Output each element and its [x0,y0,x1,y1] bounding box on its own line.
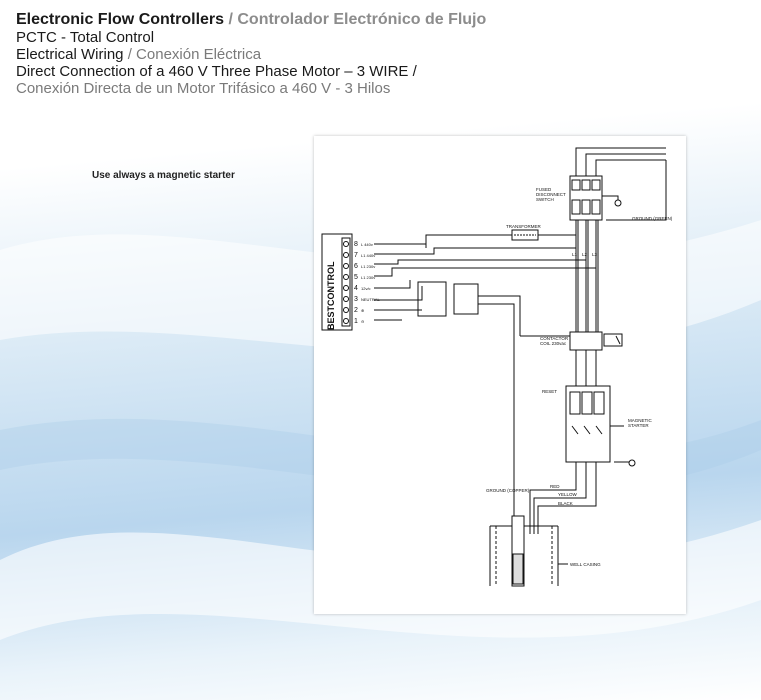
title-separator: / [224,11,238,28]
terminal-label: L1 230v [361,275,375,280]
starter-line-1: MAGNETIC [628,418,653,423]
terminal-screw [343,241,349,247]
wiring-heading: Electrical Wiring / Conexión Eléctrica [16,46,756,63]
wire-red-label: RED [550,484,560,489]
control-wiring [374,243,596,346]
wire-black-label: BLACK [558,501,573,506]
fused-switch-line-2: DISCONNECT [536,192,566,197]
wiring-diagram-sheet: FUSED DISCONNECT SWITCH GROUND (GREEN) L… [314,136,686,614]
bestcontrol-brand: BESTCONTROL [326,261,336,330]
motor-leads [513,346,597,534]
contactor [520,331,623,386]
fused-switch-line-1: FUSED [536,187,552,192]
page-title: Electronic Flow Controllers / Controlado… [16,10,756,29]
connection-spanish: Conexión Directa de un Motor Trifásico a… [16,80,391,97]
terminal-label: 12v/c [361,286,371,291]
reset-label: RESET [542,389,557,394]
starter-line-2: STARTER [628,423,649,428]
wiring-english: Electrical Wiring [16,46,124,63]
terminal-number: 6 [354,263,358,270]
terminal-label: L1 440v [361,253,375,258]
terminal-number: 1 [354,318,358,325]
ground-green-label: GROUND (GREEN) [632,216,673,221]
transformer [425,229,576,248]
contactor-label: CONTACTOR COIL 230vac [540,336,569,346]
starter-note: Use always a magnetic starter [92,170,235,181]
wiring-spanish: Conexión Eléctrica [136,46,262,63]
page-header: Electronic Flow Controllers / Controlado… [16,10,756,97]
terminal-number: 3 [354,296,358,303]
magnetic-starter-label: MAGNETIC STARTER [628,418,653,428]
fused-switch-label: FUSED DISCONNECT SWITCH [536,187,567,202]
product-name: PCTC - Total Control [16,29,155,46]
terminal-screw [343,307,349,313]
terminal-number: 8 [354,241,358,248]
fused-switch-line-3: SWITCH [536,197,554,202]
terminal-number: 5 [354,274,358,281]
terminal-screw [343,263,349,269]
well-casing-label: WELL CASING [570,562,601,567]
wiring-diagram: FUSED DISCONNECT SWITCH GROUND (GREEN) L… [321,147,673,587]
wire-yellow-label: YELLOW [558,492,578,497]
line-l3-label: L3 [592,252,598,257]
supply-lines [575,147,666,176]
terminal-screw [343,318,349,324]
terminal-label: L 440v [361,242,373,247]
terminal-screw [343,274,349,280]
connection-english: Direct Connection of a 460 V Three Phase… [16,63,417,80]
wiring-separator: / [123,46,137,63]
bestcontrol-terminal-block [321,233,353,331]
terminal-number: 4 [354,285,358,292]
terminal-label: ⊕ [361,308,364,313]
line-l1-label: L1 [572,252,578,257]
contactor-line-2: COIL 230vac [540,341,567,346]
magnetic-starter [565,385,636,467]
terminal-label: NEUTRAL [361,297,380,302]
terminal-screw [343,296,349,302]
terminal-screw [343,285,349,291]
title-english: Electronic Flow Controllers [16,11,225,28]
title-spanish: Controlador Electrónico de Flujo [237,11,487,28]
terminal-number: 7 [354,252,358,259]
transformer-label: TRANSFORMER [506,224,542,229]
terminal-label: L1 230v [361,264,375,269]
ground-copper-label: GROUND (COPPER) [486,488,530,493]
terminal-label: ⊖ [361,319,364,324]
terminal-screw [343,252,349,258]
main-line-run [575,220,599,332]
fused-disconnect-switch [569,175,622,221]
line-l2-label: L2 [582,252,588,257]
contactor-line-1: CONTACTOR [540,336,569,341]
ground-green-wire [606,160,667,221]
terminal-number: 2 [354,307,358,314]
well-casing [489,515,559,587]
